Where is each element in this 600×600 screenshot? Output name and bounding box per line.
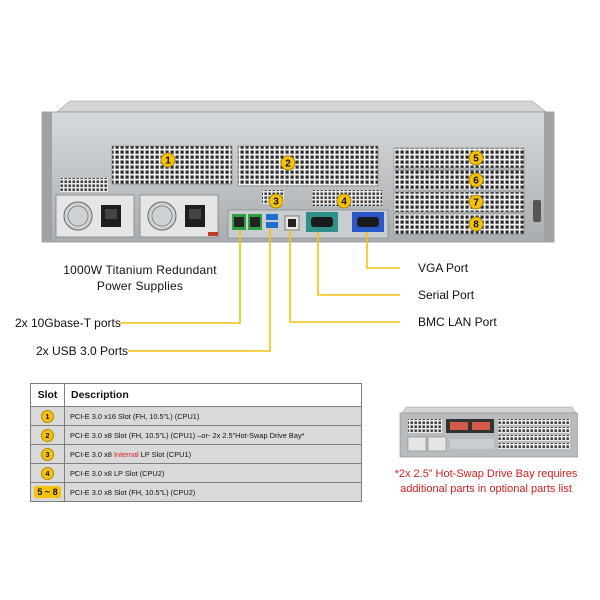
bmc-lan-port-label: BMC LAN Port bbox=[418, 315, 497, 329]
ten-g-ports-label: 2x 10Gbase-T ports bbox=[15, 316, 121, 330]
usb-port-2 bbox=[266, 222, 278, 228]
psu-1 bbox=[55, 194, 135, 238]
table-row: 2 PCI-E 3.0 x8 Slot (FH, 10.5”L) (CPU1) … bbox=[30, 425, 362, 445]
slot-4-badge-circle bbox=[336, 193, 352, 209]
callout-lines bbox=[120, 228, 400, 352]
description-cell: PCI-E 3.0 x8 Slot (FH, 10.5”L) (CPU2) bbox=[64, 482, 362, 502]
slot-cell: 1 bbox=[30, 406, 65, 426]
slot-1-badge-circle bbox=[160, 152, 176, 168]
note-line1: *2x 2.5” Hot-Swap Drive Bay requires bbox=[394, 468, 578, 480]
table-row: 4 PCI-E 3.0 x8 LP Slot (CPU2) bbox=[30, 463, 362, 483]
table-row: 5 ~ 8 PCI-E 3.0 x8 Slot (FH, 10.5”L) (CP… bbox=[30, 482, 362, 502]
slot-3-badge-circle bbox=[268, 193, 284, 209]
serial-port-label: Serial Port bbox=[418, 288, 475, 302]
slot-6-bracket bbox=[393, 169, 525, 191]
note-line2: additional parts in optional parts list bbox=[400, 483, 572, 495]
slot-badge: 2 bbox=[41, 428, 54, 442]
slot-8-bracket bbox=[393, 213, 525, 235]
description-column-header: Description bbox=[64, 383, 362, 407]
slot-badge: 4 bbox=[41, 466, 54, 480]
description-cell: PCI-E 3.0 x8 LP Slot (CPU2) bbox=[64, 463, 362, 483]
psu-label: 1000W Titanium Redundant Power Supplies bbox=[40, 262, 240, 294]
description-cell: PCI-E 3.0 x8 Internal LP Slot (CPU1) bbox=[64, 444, 362, 464]
slot-description-table: Slot Description 1 PCI-E 3.0 x16 Slot (F… bbox=[30, 383, 362, 502]
right-handle bbox=[533, 200, 541, 222]
psu-label-line2: Power Supplies bbox=[96, 279, 184, 293]
slot-5-bracket bbox=[393, 147, 525, 169]
description-cell: PCI-E 3.0 x16 Slot (FH, 10.5”L) (CPU1) bbox=[64, 406, 362, 426]
internal-highlight: Internal bbox=[113, 449, 139, 459]
slot-cell: 5 ~ 8 bbox=[30, 482, 65, 502]
right-ear bbox=[544, 112, 554, 242]
psu-led bbox=[208, 232, 218, 236]
slot-2-badge-circle bbox=[280, 155, 296, 171]
slot-range-badge: 5 ~ 8 bbox=[34, 486, 61, 498]
slot-2-bracket bbox=[237, 145, 379, 187]
server-thumbnail bbox=[399, 406, 578, 458]
slot-4-badge-label: 4 bbox=[341, 197, 347, 208]
left-ear bbox=[42, 112, 52, 242]
drive-bay-note: *2x 2.5” Hot-Swap Drive Bay requires add… bbox=[388, 467, 584, 497]
slot-7-bracket bbox=[393, 191, 525, 213]
chassis-lid bbox=[56, 100, 547, 113]
slot-cell: 2 bbox=[30, 425, 65, 445]
table-row: 1 PCI-E 3.0 x16 Slot (FH, 10.5”L) (CPU1) bbox=[30, 406, 362, 426]
slot-cell: 3 bbox=[30, 444, 65, 464]
slot-8-badge-label: 8 bbox=[473, 220, 479, 231]
description-cell: PCI-E 3.0 x8 Slot (FH, 10.5”L) (CPU1) –o… bbox=[64, 425, 362, 445]
slot-3-badge-label: 3 bbox=[273, 197, 279, 208]
psu-2 bbox=[139, 194, 219, 238]
slot-badge: 3 bbox=[41, 447, 54, 461]
table-header-row: Slot Description bbox=[30, 383, 362, 407]
slot-5-badge-label: 5 bbox=[473, 154, 479, 165]
usb-port-1 bbox=[266, 214, 278, 220]
slot-7-badge-circle bbox=[468, 194, 484, 210]
slot-6-badge-circle bbox=[468, 172, 484, 188]
slot-badge: 1 bbox=[41, 409, 54, 423]
slot-2-badge-label: 2 bbox=[285, 159, 291, 170]
slot-column-header: Slot bbox=[30, 383, 65, 407]
vga-port-label: VGA Port bbox=[418, 261, 469, 275]
table-row: 3 PCI-E 3.0 x8 Internal LP Slot (CPU1) bbox=[30, 444, 362, 464]
usb-ports-label: 2x USB 3.0 Ports bbox=[36, 344, 129, 358]
slot-5-badge-circle bbox=[468, 150, 484, 166]
left-vent bbox=[60, 178, 108, 192]
psu-label-line1: 1000W Titanium Redundant bbox=[63, 263, 217, 277]
slot-cell: 4 bbox=[30, 463, 65, 483]
slot-1-badge-label: 1 bbox=[165, 156, 171, 167]
slot-7-badge-label: 7 bbox=[473, 198, 479, 209]
slot-8-badge-circle bbox=[468, 216, 484, 232]
slot-6-badge-label: 6 bbox=[473, 176, 479, 187]
